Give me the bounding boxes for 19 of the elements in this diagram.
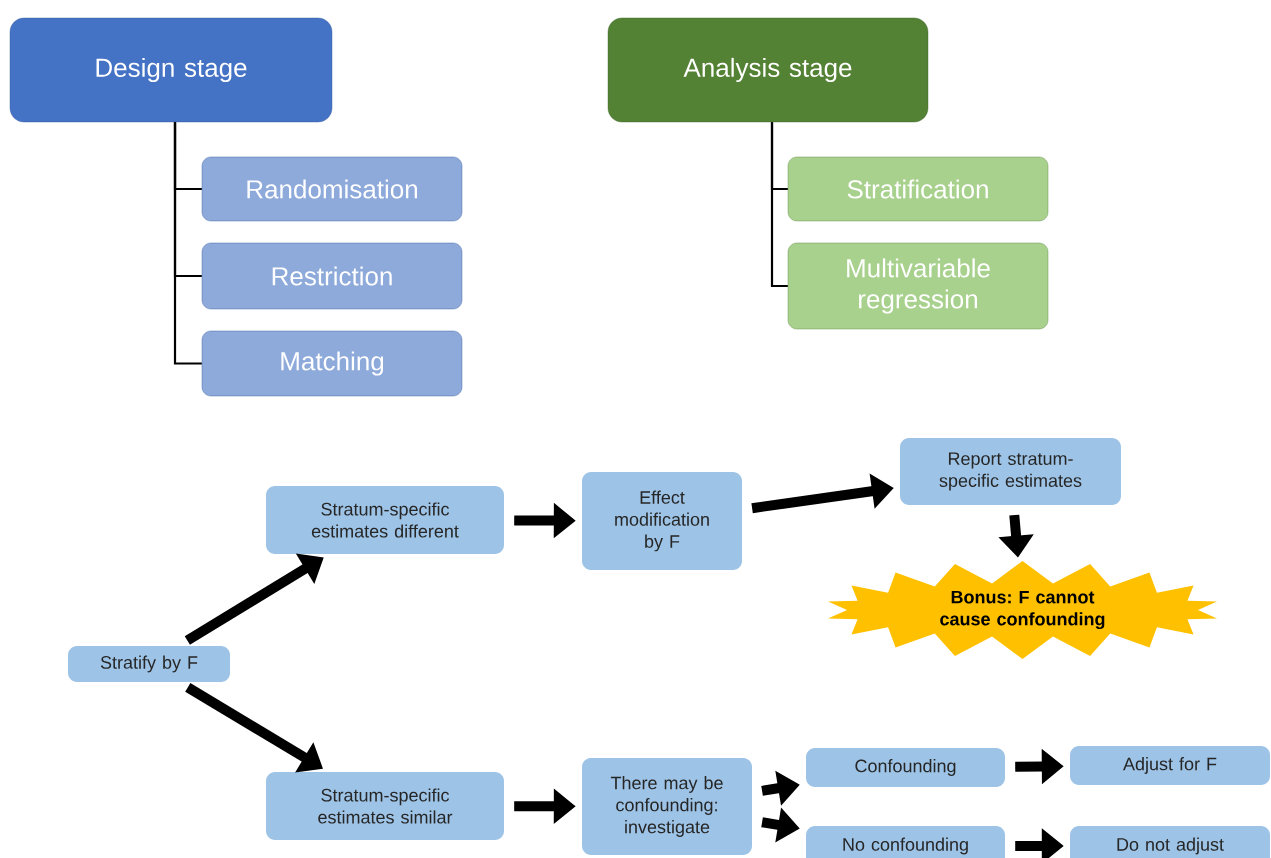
process-box: Stratum-specific estimates similar — [266, 772, 504, 840]
process-box: Do not adjust — [1070, 826, 1270, 858]
process-box: No confounding — [806, 826, 1005, 858]
process-box: Report stratum-specific estimates — [900, 438, 1121, 505]
stage-box: Design stage — [9, 17, 333, 123]
method-box: Restriction — [201, 242, 463, 310]
connector-line — [173, 122, 202, 365]
process-box: There may be confounding: investigate — [582, 758, 752, 855]
method-box: Randomisation — [201, 156, 463, 222]
process-box: Effect modification by F — [582, 472, 742, 570]
method-box: Matching — [201, 330, 463, 397]
connector-line — [770, 122, 788, 288]
process-box: Confounding — [806, 748, 1005, 787]
process-box: Stratum-specific estimates different — [266, 486, 504, 554]
method-box: Stratification — [787, 156, 1049, 222]
process-box: Stratify by F — [68, 646, 230, 682]
stage-box: Analysis stage — [607, 17, 929, 123]
method-box: Multivariable regression — [787, 242, 1049, 330]
process-box: Adjust for F — [1070, 746, 1270, 785]
